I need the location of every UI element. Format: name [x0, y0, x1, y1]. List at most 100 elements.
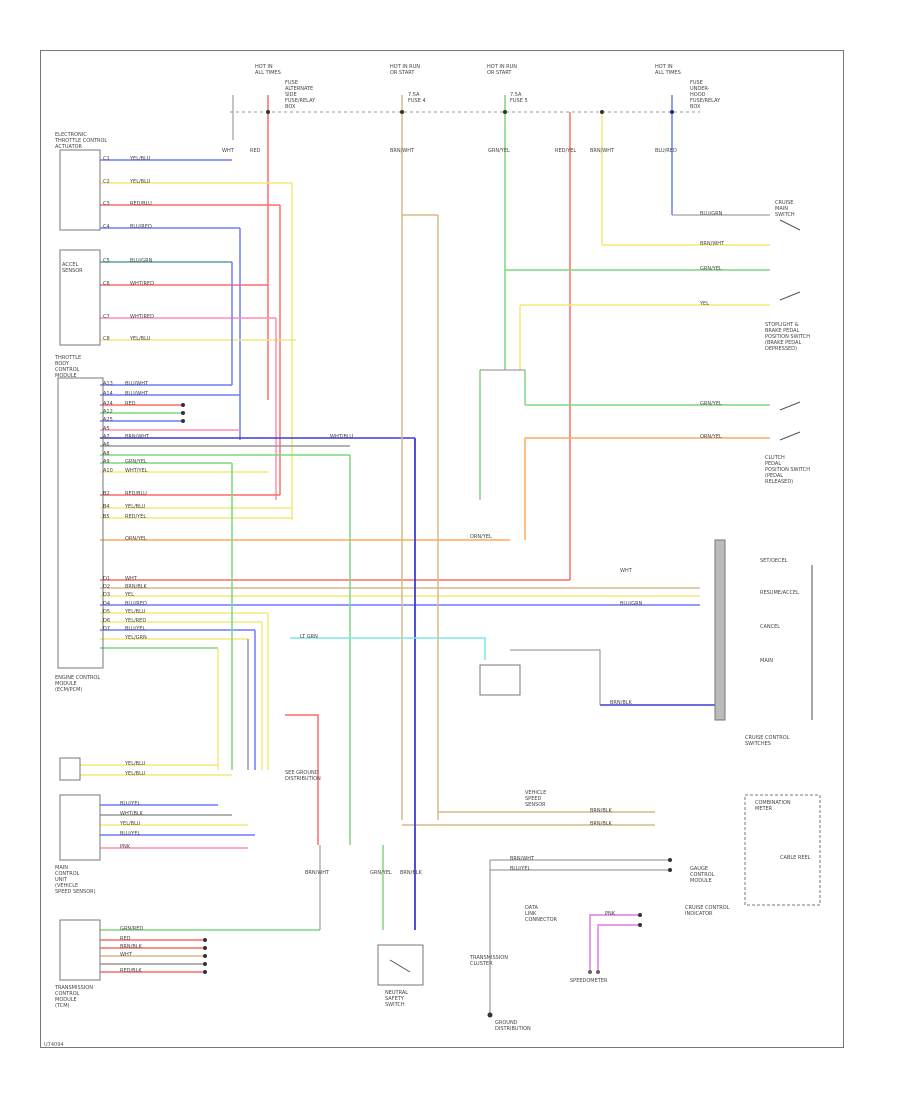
- wire-label: GRN/RED: [120, 926, 144, 932]
- wire-label: BLU/RED: [130, 224, 152, 230]
- pin-label: A7: [103, 434, 110, 440]
- pin-label: A6: [103, 442, 110, 448]
- connector-dot: [588, 970, 592, 974]
- connector-dot: [203, 946, 207, 950]
- wire-label: BRN/BLK: [590, 821, 612, 827]
- cruise-main-switch-glyph: [779, 219, 801, 231]
- tcm-box: [59, 919, 101, 981]
- mt-cruise-ecu-label: MAIN CONTROL UNIT (VEHICLE SPEED SENSOR): [55, 865, 96, 895]
- wire-label: RED/BLK: [120, 968, 142, 974]
- connector-dot: [181, 419, 185, 423]
- cable-reel-label: CABLE REEL: [780, 855, 811, 861]
- pin-label: B5: [103, 514, 110, 520]
- connector-dot: [638, 913, 642, 917]
- connector-see-label: SEE GROUND DISTRIBUTION: [285, 770, 321, 782]
- wire-label: YEL/BLU: [125, 504, 146, 510]
- switch-set-label: SET/DECEL: [760, 558, 788, 564]
- fuse4-detail: FUSE UNDER- HOOD FUSE/RELAY BOX: [690, 80, 721, 110]
- pin-label: C7: [103, 314, 110, 320]
- ground-dot: [487, 1012, 493, 1018]
- stoplight-switch-glyph: [779, 291, 801, 301]
- pin-label: C3: [103, 201, 110, 207]
- wire-label: ORN/YEL: [125, 536, 147, 542]
- stoplight-switch-label: STOPLIGHT & BRAKE PEDAL POSITION SWITCH …: [765, 322, 810, 352]
- splice-dot: [400, 110, 404, 114]
- wire-label: YEL/RED: [125, 618, 147, 624]
- neutral-switch-box: [377, 944, 424, 986]
- fuse1-detail: FUSE ALTERNATE SIDE FUSE/RELAY BOX: [285, 80, 316, 110]
- wire-label: RED/BLU: [125, 491, 147, 497]
- wire-label: BRN/BLK: [610, 700, 632, 706]
- data-link-label: DATA LINK CONNECTOR: [525, 905, 558, 923]
- gnd-distribution-label: GROUND DISTRIBUTION: [495, 1020, 531, 1032]
- accel-sensor-label: ACCEL SENSOR: [62, 262, 83, 274]
- pin-label: A5: [103, 426, 110, 432]
- splice-dot: [266, 110, 270, 114]
- fuse3-header: HOT IN RUN OR START: [487, 64, 518, 76]
- wire-label: GRN/YEL: [370, 870, 392, 876]
- transmission-ecm-label: TRANSMISSION CONTROL MODULE (TCM): [55, 985, 93, 1009]
- throttle-actuator-label: ELECTRONIC THROTTLE CONTROL ACTUATOR: [55, 132, 108, 150]
- speedometer-label: SPEEDOMETER: [570, 978, 608, 984]
- wire-label: RED: [120, 936, 131, 942]
- wire-label: BLU/GRN: [620, 601, 643, 607]
- wire-label: YEL/BLU: [130, 156, 151, 162]
- engine-ecm-label: ENGINE CONTROL MODULE (ECM/PCM): [55, 675, 101, 693]
- pin-label: A14: [103, 391, 113, 397]
- pin-label: A12: [103, 409, 113, 415]
- pin-label: D4: [103, 601, 111, 607]
- pin-label: D1: [103, 576, 111, 582]
- connector-dot: [668, 868, 672, 872]
- connector-dot: [203, 954, 207, 958]
- wire-label: YEL/BLU: [130, 179, 151, 185]
- wire-label: BLU/YEL: [125, 626, 146, 632]
- wire-label: BLU/RED: [655, 148, 677, 154]
- pin-label: C5: [103, 258, 110, 264]
- wire-cruise-ret2: [510, 649, 601, 705]
- wire-label: RED/BLU: [130, 201, 152, 207]
- combination-meter-box: [744, 794, 821, 906]
- fuse1-header: HOT IN ALL TIMES: [255, 64, 281, 76]
- wire-label: BLU/YEL: [120, 801, 141, 807]
- wire-label: RED/YEL: [555, 148, 577, 154]
- wire-label: YEL/BLU: [125, 609, 146, 615]
- clutch-switch-glyph-2: [779, 431, 801, 441]
- wire-label: ORN/YEL: [470, 534, 492, 540]
- pin-label: C6: [103, 281, 110, 287]
- wire-label: YEL/BLU: [125, 761, 146, 767]
- wire-label: BRN/WHT: [510, 856, 535, 862]
- connector-dot: [668, 858, 672, 862]
- combination-meter-label: COMBINATION METER: [755, 800, 791, 812]
- splice-dot: [600, 110, 604, 114]
- vss-label: VEHICLE SPEED SENSOR: [525, 790, 547, 808]
- wire-label: YEL/BLU: [125, 771, 146, 777]
- wire-label: WHT/BLU: [330, 434, 354, 440]
- switch-main-label: MAIN: [760, 658, 773, 664]
- wire-label: YEL/BLU: [120, 821, 141, 827]
- wire-label: WHT: [222, 148, 234, 154]
- cruise-switch-stack: [714, 539, 726, 721]
- wire-label: WHT/YEL: [125, 468, 148, 474]
- wire-label: PNK: [605, 911, 616, 917]
- wire-vss: [285, 714, 319, 845]
- throttle-actuator-box: [59, 149, 101, 231]
- pin-label: A9: [103, 459, 110, 465]
- connector-dot: [203, 970, 207, 974]
- wire-label: BRN/WHT: [590, 148, 615, 154]
- throttle-ctrl-module-label: THROTTLE BODY CONTROL MODULE: [55, 355, 82, 379]
- wire-label: BLU/YEL: [510, 866, 531, 872]
- wire-label: BRN/BLK: [125, 584, 147, 590]
- connector-dot: [181, 411, 185, 415]
- diagram-frame: [40, 50, 844, 1048]
- connector-dot: [638, 923, 642, 927]
- fuse2-header: HOT IN RUN OR START: [390, 64, 421, 76]
- pin-label: B4: [103, 504, 110, 510]
- wire-label: GRN/YEL: [125, 459, 147, 465]
- wire-label: BRN/WHT: [125, 434, 150, 440]
- wire-label: YEL/BLU: [130, 336, 151, 342]
- wire-label: WHT: [125, 576, 137, 582]
- wire-label: WHT: [620, 568, 632, 574]
- fuse2-detail: 7.5A FUSE 4: [408, 92, 426, 104]
- splice-dot: [503, 110, 507, 114]
- transmission-cluster-label: TRANSMISSION CLUSTER: [470, 955, 508, 967]
